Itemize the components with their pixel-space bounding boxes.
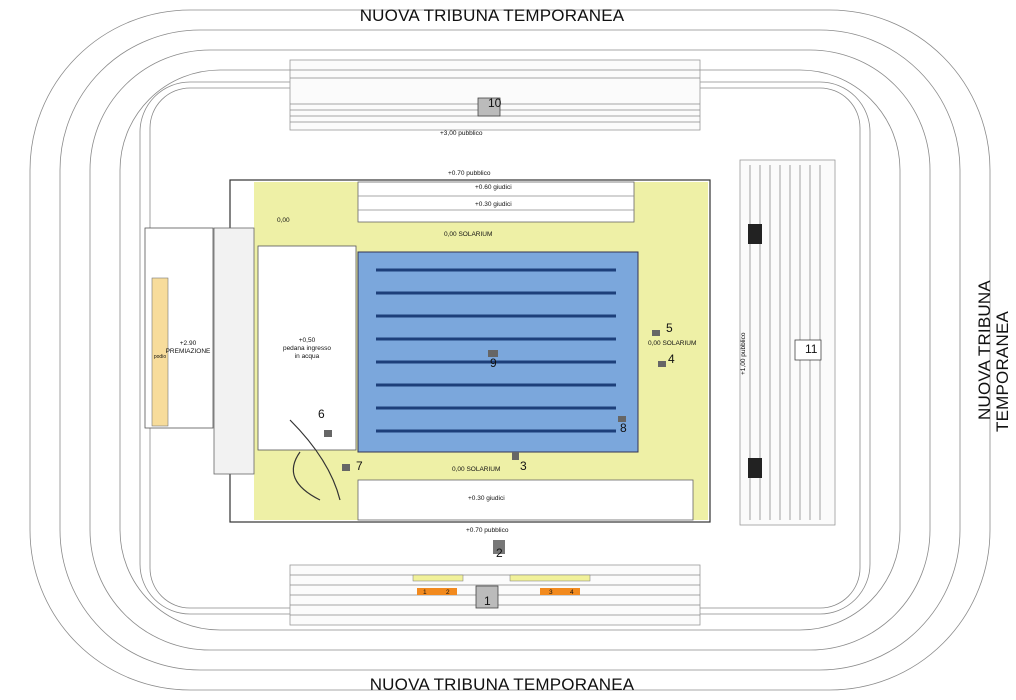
- camera-label-11: 11: [805, 342, 818, 356]
- label-judges-030-bottom: +0.30 giudici: [468, 495, 505, 502]
- camera-icon: [342, 464, 350, 471]
- award-area: [144, 227, 214, 429]
- bottom-grandstand: [289, 564, 701, 626]
- label-top-public: +3,00 pubblico: [440, 130, 483, 137]
- right-grandstand: [739, 159, 836, 526]
- label-public-bottom: +0.70 pubblico: [466, 527, 509, 534]
- camera-label-1: 1: [484, 594, 491, 608]
- camera-label-10: 10: [488, 96, 502, 110]
- seat-number-1: 1: [423, 589, 427, 596]
- seat-strip-left: [412, 574, 464, 582]
- camera-label-6: 6: [318, 407, 325, 421]
- label-podium: podio: [154, 354, 166, 360]
- label-public-top: +0.70 pubblico: [448, 170, 491, 177]
- camera-markers: 1 2 3 4 5 6 7 8 9 10 11: [318, 96, 818, 608]
- seat-number-3: 3: [549, 589, 553, 596]
- camera-icon: [658, 361, 666, 367]
- label-ramp-line2: in acqua: [295, 353, 320, 360]
- top-grandstand: [289, 59, 701, 131]
- seat-number-4: 4: [570, 589, 574, 596]
- camera-label-8: 8: [620, 421, 627, 435]
- label-award-level: +2.90: [180, 340, 197, 347]
- camera-icon: [618, 416, 626, 422]
- heading-right: NUOVA TRIBUNA TEMPORANEA: [975, 280, 1012, 432]
- commentary-seats-left: [417, 588, 457, 595]
- camera-icon: [324, 430, 332, 437]
- camera-icon: [493, 540, 505, 554]
- seat-strip-right: [509, 574, 591, 582]
- heading-right-line1: NUOVA TRIBUNA: [975, 280, 994, 420]
- heading-bottom: NUOVA TRIBUNA TEMPORANEA: [370, 675, 635, 694]
- label-award: PREMIAZIONE: [166, 348, 211, 355]
- label-public-right: +1,00 pubblico: [740, 332, 747, 375]
- camera-icon: [652, 330, 660, 336]
- camera-label-5: 5: [666, 321, 673, 335]
- commentary-seats-right: [540, 588, 580, 595]
- camera-label-7: 7: [356, 459, 363, 473]
- label-zero: 0,00: [277, 217, 290, 224]
- camera-icon: [512, 452, 519, 460]
- camera-label-9: 9: [490, 356, 497, 370]
- label-solarium-right: 0,00 SOLARIUM: [648, 340, 696, 347]
- label-judges-060: +0.60 giudici: [475, 184, 512, 191]
- entry-ramp: [257, 245, 357, 451]
- camera-label-4: 4: [668, 352, 675, 366]
- camera-label-3: 3: [520, 459, 527, 473]
- pool-lanes: [376, 268, 616, 433]
- commentary-seat-numbers: 1 2 3 4: [423, 589, 574, 596]
- camera-icon: [488, 350, 498, 357]
- podium: [151, 277, 169, 427]
- label-solarium-bottom: 0,00 SOLARIUM: [452, 466, 500, 473]
- seat-number-2: 2: [446, 589, 450, 596]
- label-ramp-line1: pedana ingresso: [283, 345, 331, 352]
- heading-top: NUOVA TRIBUNA TEMPORANEA: [360, 6, 625, 25]
- camera-label-2: 2: [496, 546, 503, 560]
- label-judges-030-top: +0.30 giudici: [475, 201, 512, 208]
- label-solarium-top: 0,00 SOLARIUM: [444, 231, 492, 238]
- heading-right-line2: TEMPORANEA: [993, 311, 1012, 432]
- label-ramp-level: +0,50: [299, 337, 316, 344]
